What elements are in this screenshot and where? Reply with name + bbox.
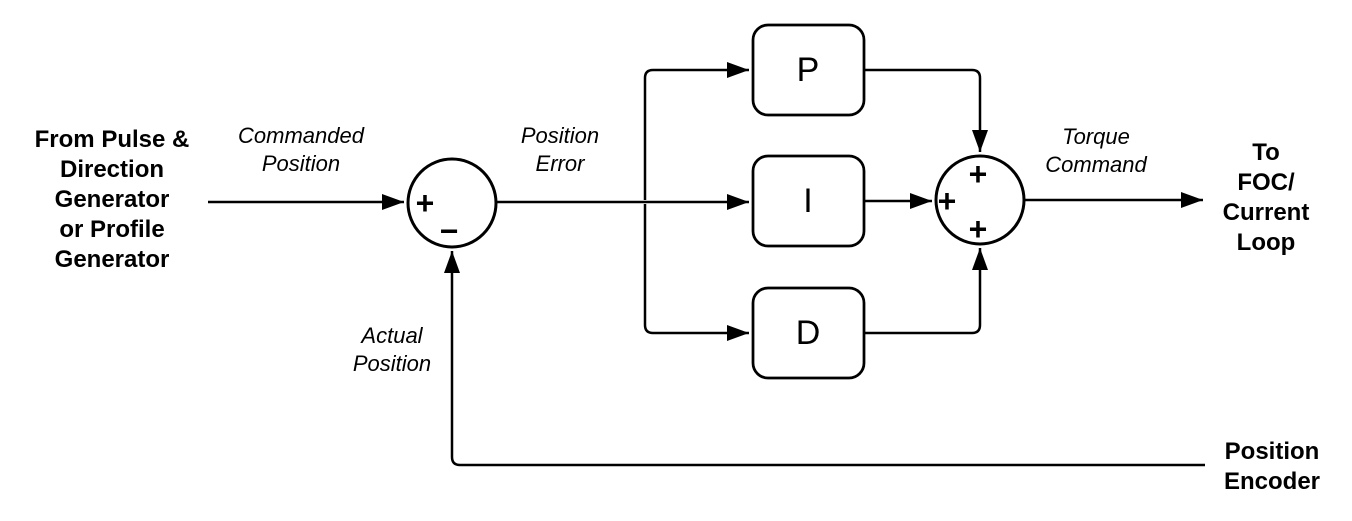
label-source: From Pulse & Direction Generator or Prof… [34,126,190,273]
block-integral-label: I [803,182,812,220]
sum1-plus-sign: + [416,185,435,221]
wire-actual-position-feedback [444,251,1205,467]
block-proportional-label: P [797,51,820,89]
label-position-encoder: Position Encoder [1223,438,1321,495]
block-proportional [751,23,866,117]
block-derivative [751,286,866,380]
sum2-plus-sign-left: + [938,183,957,219]
wire-position-error-to-p [643,62,749,200]
wire-d-output [864,248,988,335]
label-output-foc: To FOC/ Current Loop [1222,139,1310,256]
summing-junction-torque [934,154,1026,246]
sum1-minus-sign: − [440,213,459,249]
wire-position-error-to-d [643,204,749,341]
wire-p-output [864,68,988,152]
label-torque-command: Torque Command [1045,124,1147,177]
label-position-error: Position Error [520,123,600,176]
sum2-plus-sign-bottom: + [969,211,988,247]
block-integral [751,154,866,248]
label-commanded-position: Commanded Position [238,123,364,176]
summing-junction-position [406,157,498,249]
label-actual-position: Actual Position [352,323,432,376]
sum2-plus-sign-top: + [969,156,988,192]
block-derivative-label: D [796,314,821,352]
